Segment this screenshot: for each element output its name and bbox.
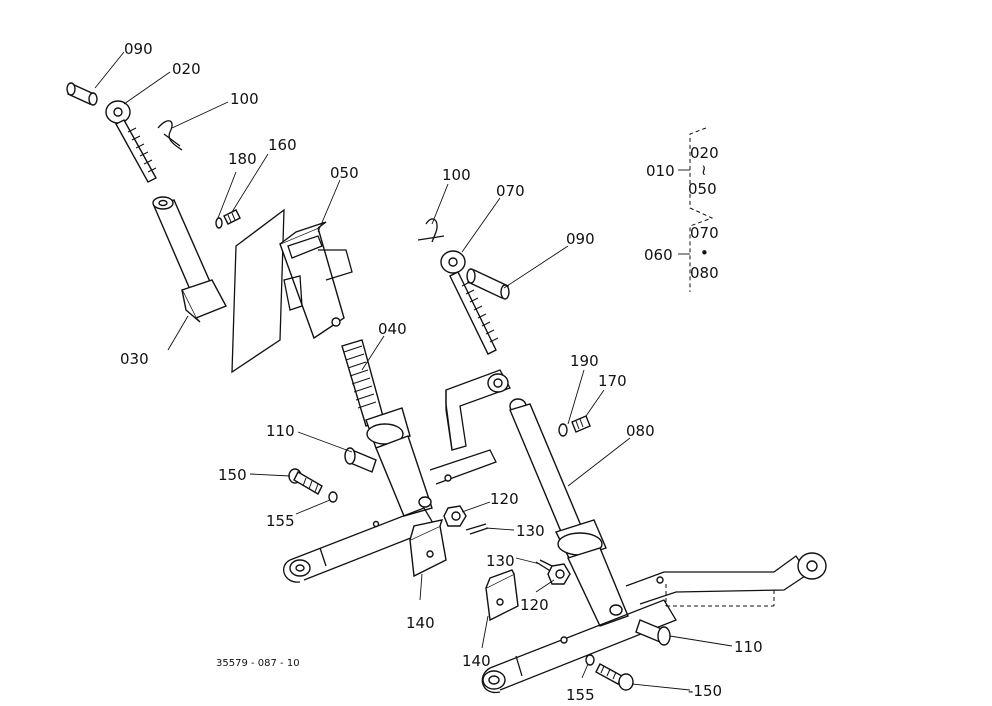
cover-050 <box>279 221 353 340</box>
callout-020-top-left: 020 <box>172 60 201 78</box>
lower-arm-right <box>481 599 677 694</box>
callout-155-left: 155 <box>266 512 295 530</box>
callout-070: 070 <box>496 182 525 200</box>
legend-group-010: 010 <box>646 162 675 180</box>
washer-155-left <box>328 491 338 503</box>
legend-range-050: 050 <box>688 180 717 198</box>
callout-130-right: 130 <box>486 552 515 570</box>
pin-110-right <box>635 619 671 646</box>
nut-120-right <box>547 563 571 585</box>
pin-090-top-left <box>66 82 98 106</box>
top-link-body-030 <box>152 196 227 323</box>
bracket-outline-030 <box>231 208 285 374</box>
lift-rod-080 <box>509 398 629 627</box>
callout-160: 160 <box>268 136 297 154</box>
lock-plate-140-left <box>409 519 447 578</box>
callout-155-right: 155 <box>566 686 595 704</box>
callout-080: 080 <box>626 422 655 440</box>
callout-100-top-left: 100 <box>230 90 259 108</box>
callout-190: 190 <box>570 352 599 370</box>
rod-end-070 <box>440 250 499 355</box>
nut-120-left <box>443 505 467 527</box>
callout-090-right: 090 <box>566 230 595 248</box>
callout-150-left: 150 <box>218 466 247 484</box>
split-pin-130-left <box>465 523 489 535</box>
callout-090-top-left: 090 <box>124 40 153 58</box>
lower-arm-left <box>283 507 437 583</box>
pin-110-left <box>344 447 377 473</box>
legend-range-080: 080 <box>690 264 719 282</box>
drawing-code: 35579 - 087 - 10 <box>216 658 300 669</box>
callout-050: 050 <box>330 164 359 182</box>
washer-155-right <box>585 654 595 666</box>
callout-040: 040 <box>378 320 407 338</box>
rod-end-020-top-left <box>105 100 157 183</box>
callout-150-right: -150 <box>688 682 722 700</box>
legend-dot-icon: • <box>700 244 709 262</box>
grease-nipple-170 <box>571 415 591 433</box>
grease-nipple-160 <box>223 209 241 225</box>
legend-range-020: 020 <box>690 144 719 162</box>
callout-180: 180 <box>228 150 257 168</box>
upper-cross-frame <box>429 369 511 485</box>
callout-110-left: 110 <box>266 422 295 440</box>
callout-110-right: 110 <box>734 638 763 656</box>
pin-090-right <box>466 268 510 300</box>
washer-190 <box>558 423 568 437</box>
bolt-150-left <box>288 468 323 495</box>
lift-rod-040 <box>341 339 433 517</box>
callout-100-right: 100 <box>442 166 471 184</box>
callout-120-left: 120 <box>490 490 519 508</box>
washer-180 <box>215 217 223 229</box>
bolt-150-right <box>595 663 634 691</box>
legend-group-060: 060 <box>644 246 673 264</box>
legend-brackets <box>678 127 714 292</box>
callout-120-right: 120 <box>520 596 549 614</box>
callout-140-right: 140 <box>462 652 491 670</box>
leader-lines <box>94 51 733 691</box>
snap-pin-100-right <box>417 218 445 243</box>
callout-030: 030 <box>120 350 149 368</box>
legend-tilde-icon: ≀ <box>701 161 707 179</box>
callout-130-left: 130 <box>516 522 545 540</box>
callout-170: 170 <box>598 372 627 390</box>
snap-pin-100-top-left <box>157 120 183 151</box>
callout-140-left: 140 <box>406 614 435 632</box>
legend-range-070: 070 <box>690 224 719 242</box>
rear-crossbar <box>625 552 827 607</box>
lock-plate-140-right <box>485 569 519 622</box>
